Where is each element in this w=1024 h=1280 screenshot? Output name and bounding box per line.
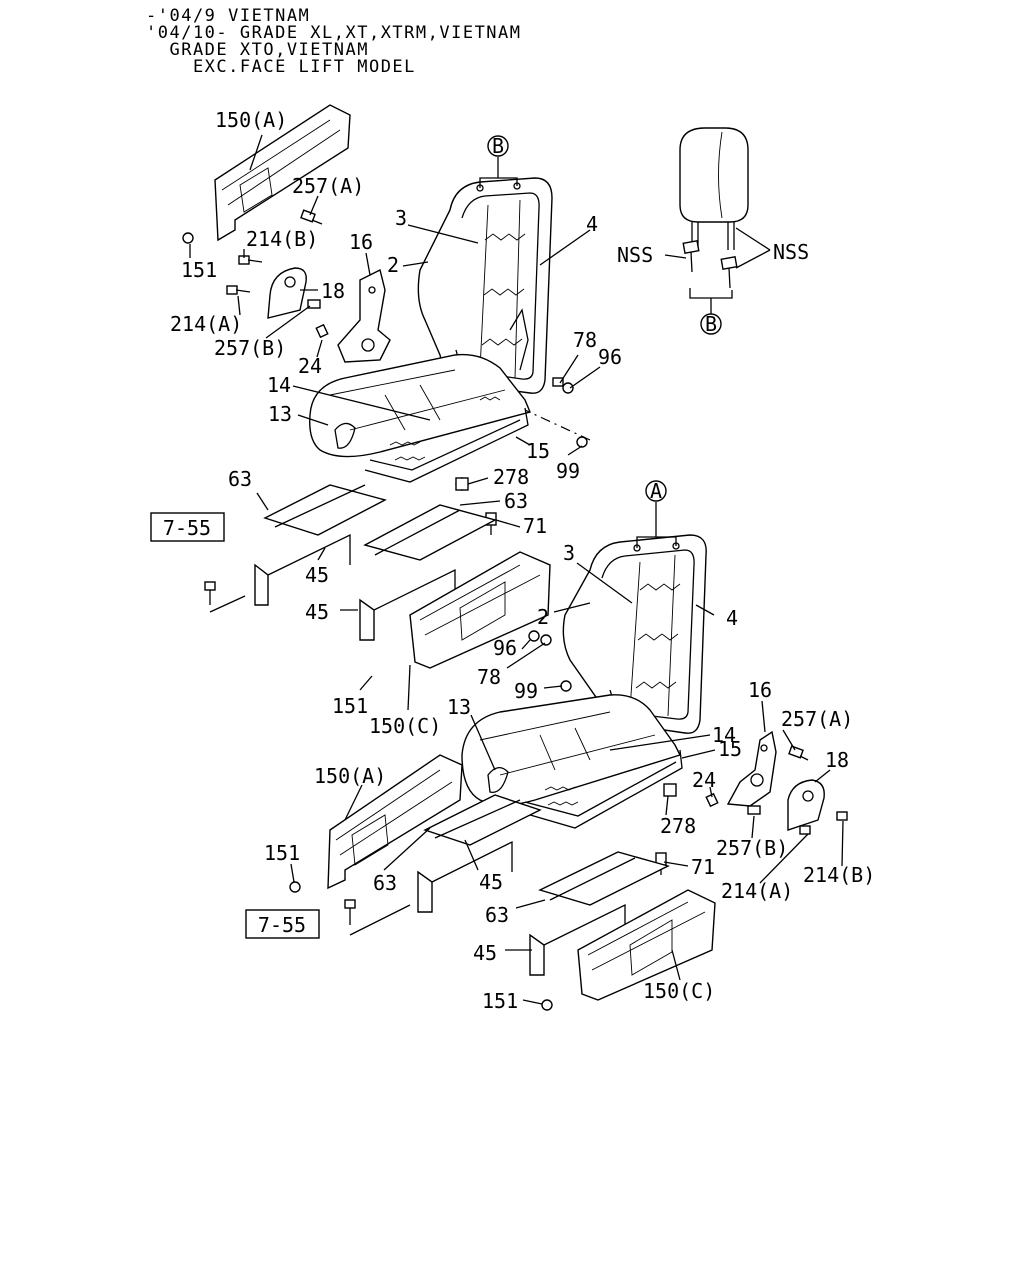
upper-cover-18	[267, 267, 307, 319]
headrest-guide-right	[720, 256, 738, 289]
upper-recliner-16	[337, 268, 391, 363]
lower-seat-cushion	[461, 694, 681, 806]
label-45a-lower: 45	[479, 870, 503, 894]
label-151b-lower: 151	[482, 989, 518, 1013]
header-line-3: GRADE XTO,VIETNAM	[146, 40, 369, 60]
label-257b-upper: 257(B)	[214, 336, 286, 360]
label-15-lower: 15	[718, 737, 742, 761]
headrest-guide-left	[682, 240, 700, 273]
upper-labels: 150(A) 257(A) 214(B) 16 151 214(A) 18 25…	[170, 108, 622, 738]
headrest	[679, 127, 749, 250]
label-nss-left: NSS	[617, 243, 653, 267]
label-71-lower: 71	[691, 855, 715, 879]
label-24-upper: 24	[298, 354, 322, 378]
label-214a-lower: 214(A)	[721, 879, 793, 903]
upper-seat-frame	[364, 396, 529, 483]
label-151-lower: 151	[264, 841, 300, 865]
label-278-lower: 278	[660, 814, 696, 838]
label-278-upper: 278	[493, 465, 529, 489]
label-63b-lower: 63	[485, 903, 509, 927]
label-71-upper: 71	[523, 514, 547, 538]
label-14-upper: 14	[267, 373, 291, 397]
label-45b-upper: 45	[305, 600, 329, 624]
label-3-lower: 3	[563, 541, 575, 565]
label-2-upper: 2	[387, 253, 399, 277]
svg-text:B: B	[492, 134, 504, 158]
label-78-upper: 78	[573, 328, 597, 352]
label-214a-upper: 214(A)	[170, 312, 242, 336]
lower-bolts	[289, 630, 848, 1011]
svg-text:7-55: 7-55	[163, 516, 211, 540]
label-2-lower: 2	[537, 605, 549, 629]
header-line-4: EXC.FACE LIFT MODEL	[146, 57, 416, 77]
label-4-upper: 4	[586, 212, 598, 236]
label-18-upper: 18	[321, 279, 345, 303]
label-257a-lower: 257(A)	[781, 707, 853, 731]
upper-side-cover-150a	[214, 104, 351, 242]
label-63b-upper: 63	[504, 489, 528, 513]
label-99-lower: 99	[514, 679, 538, 703]
label-78-lower: 78	[477, 665, 501, 689]
lower-cover-18	[787, 779, 825, 831]
label-214b-upper: 214(B)	[246, 227, 318, 251]
label-96-lower: 96	[493, 636, 517, 660]
ref-box-7-55-upper: 7-55	[150, 512, 246, 613]
label-nss-right: NSS	[773, 240, 809, 264]
label-13-lower: 13	[447, 695, 471, 719]
header-line-2: '04/10- GRADE XL,XT,XTRM,VIETNAM	[146, 23, 522, 43]
label-63a-upper: 63	[228, 467, 252, 491]
label-24-lower: 24	[692, 768, 716, 792]
label-45a-upper: 45	[305, 563, 329, 587]
upper-seat-cushion	[309, 353, 531, 458]
lower-ref-a-bracket: A	[636, 479, 677, 548]
label-150a-lower: 150(A)	[314, 764, 386, 788]
label-150c-lower: 150(C)	[643, 979, 715, 1003]
label-151-upper: 151	[181, 258, 217, 282]
label-16-upper: 16	[349, 230, 373, 254]
label-96-upper: 96	[598, 345, 622, 369]
label-150a-upper: 150(A)	[215, 108, 287, 132]
label-63a-lower: 63	[373, 871, 397, 895]
svg-text:A: A	[650, 479, 662, 503]
upper-side-cover-150c	[409, 551, 551, 669]
label-257a-upper: 257(A)	[292, 174, 364, 198]
upper-slide-rails	[254, 484, 497, 641]
label-214b-lower: 214(B)	[803, 863, 875, 887]
lower-leaders	[290, 562, 844, 1005]
label-151b-upper: 151	[332, 694, 368, 718]
ref-b-circle-headrest: B	[700, 312, 722, 336]
svg-text:B: B	[705, 312, 717, 336]
ref-box-7-55-lower: 7-55	[245, 899, 411, 939]
label-150c-upper: 150(C)	[369, 714, 441, 738]
label-257b-lower: 257(B)	[716, 836, 788, 860]
header-line-1: -'04/9 VIETNAM	[146, 6, 311, 26]
label-13-upper: 13	[268, 402, 292, 426]
lower-side-cover-150a	[327, 754, 463, 890]
label-14-lower: 14	[712, 723, 736, 747]
upper-ref-b-bracket: B	[479, 134, 518, 188]
label-3-upper: 3	[395, 206, 407, 230]
label-18-lower: 18	[825, 748, 849, 772]
label-99-upper: 99	[556, 459, 580, 483]
lower-seat-frame	[519, 749, 683, 829]
lower-labels: 3 4 2 96 78 99 13 14 16 257(A) 15 18 150…	[264, 541, 875, 1013]
label-4-lower: 4	[726, 606, 738, 630]
label-45b-lower: 45	[473, 941, 497, 965]
label-15-upper: 15	[526, 439, 550, 463]
svg-text:7-55: 7-55	[258, 913, 306, 937]
label-16-lower: 16	[748, 678, 772, 702]
upper-leaders	[189, 134, 601, 711]
diagram-header: -'04/9 VIETNAM '04/10- GRADE XL,XT,XTRM,…	[0, 0, 1024, 90]
